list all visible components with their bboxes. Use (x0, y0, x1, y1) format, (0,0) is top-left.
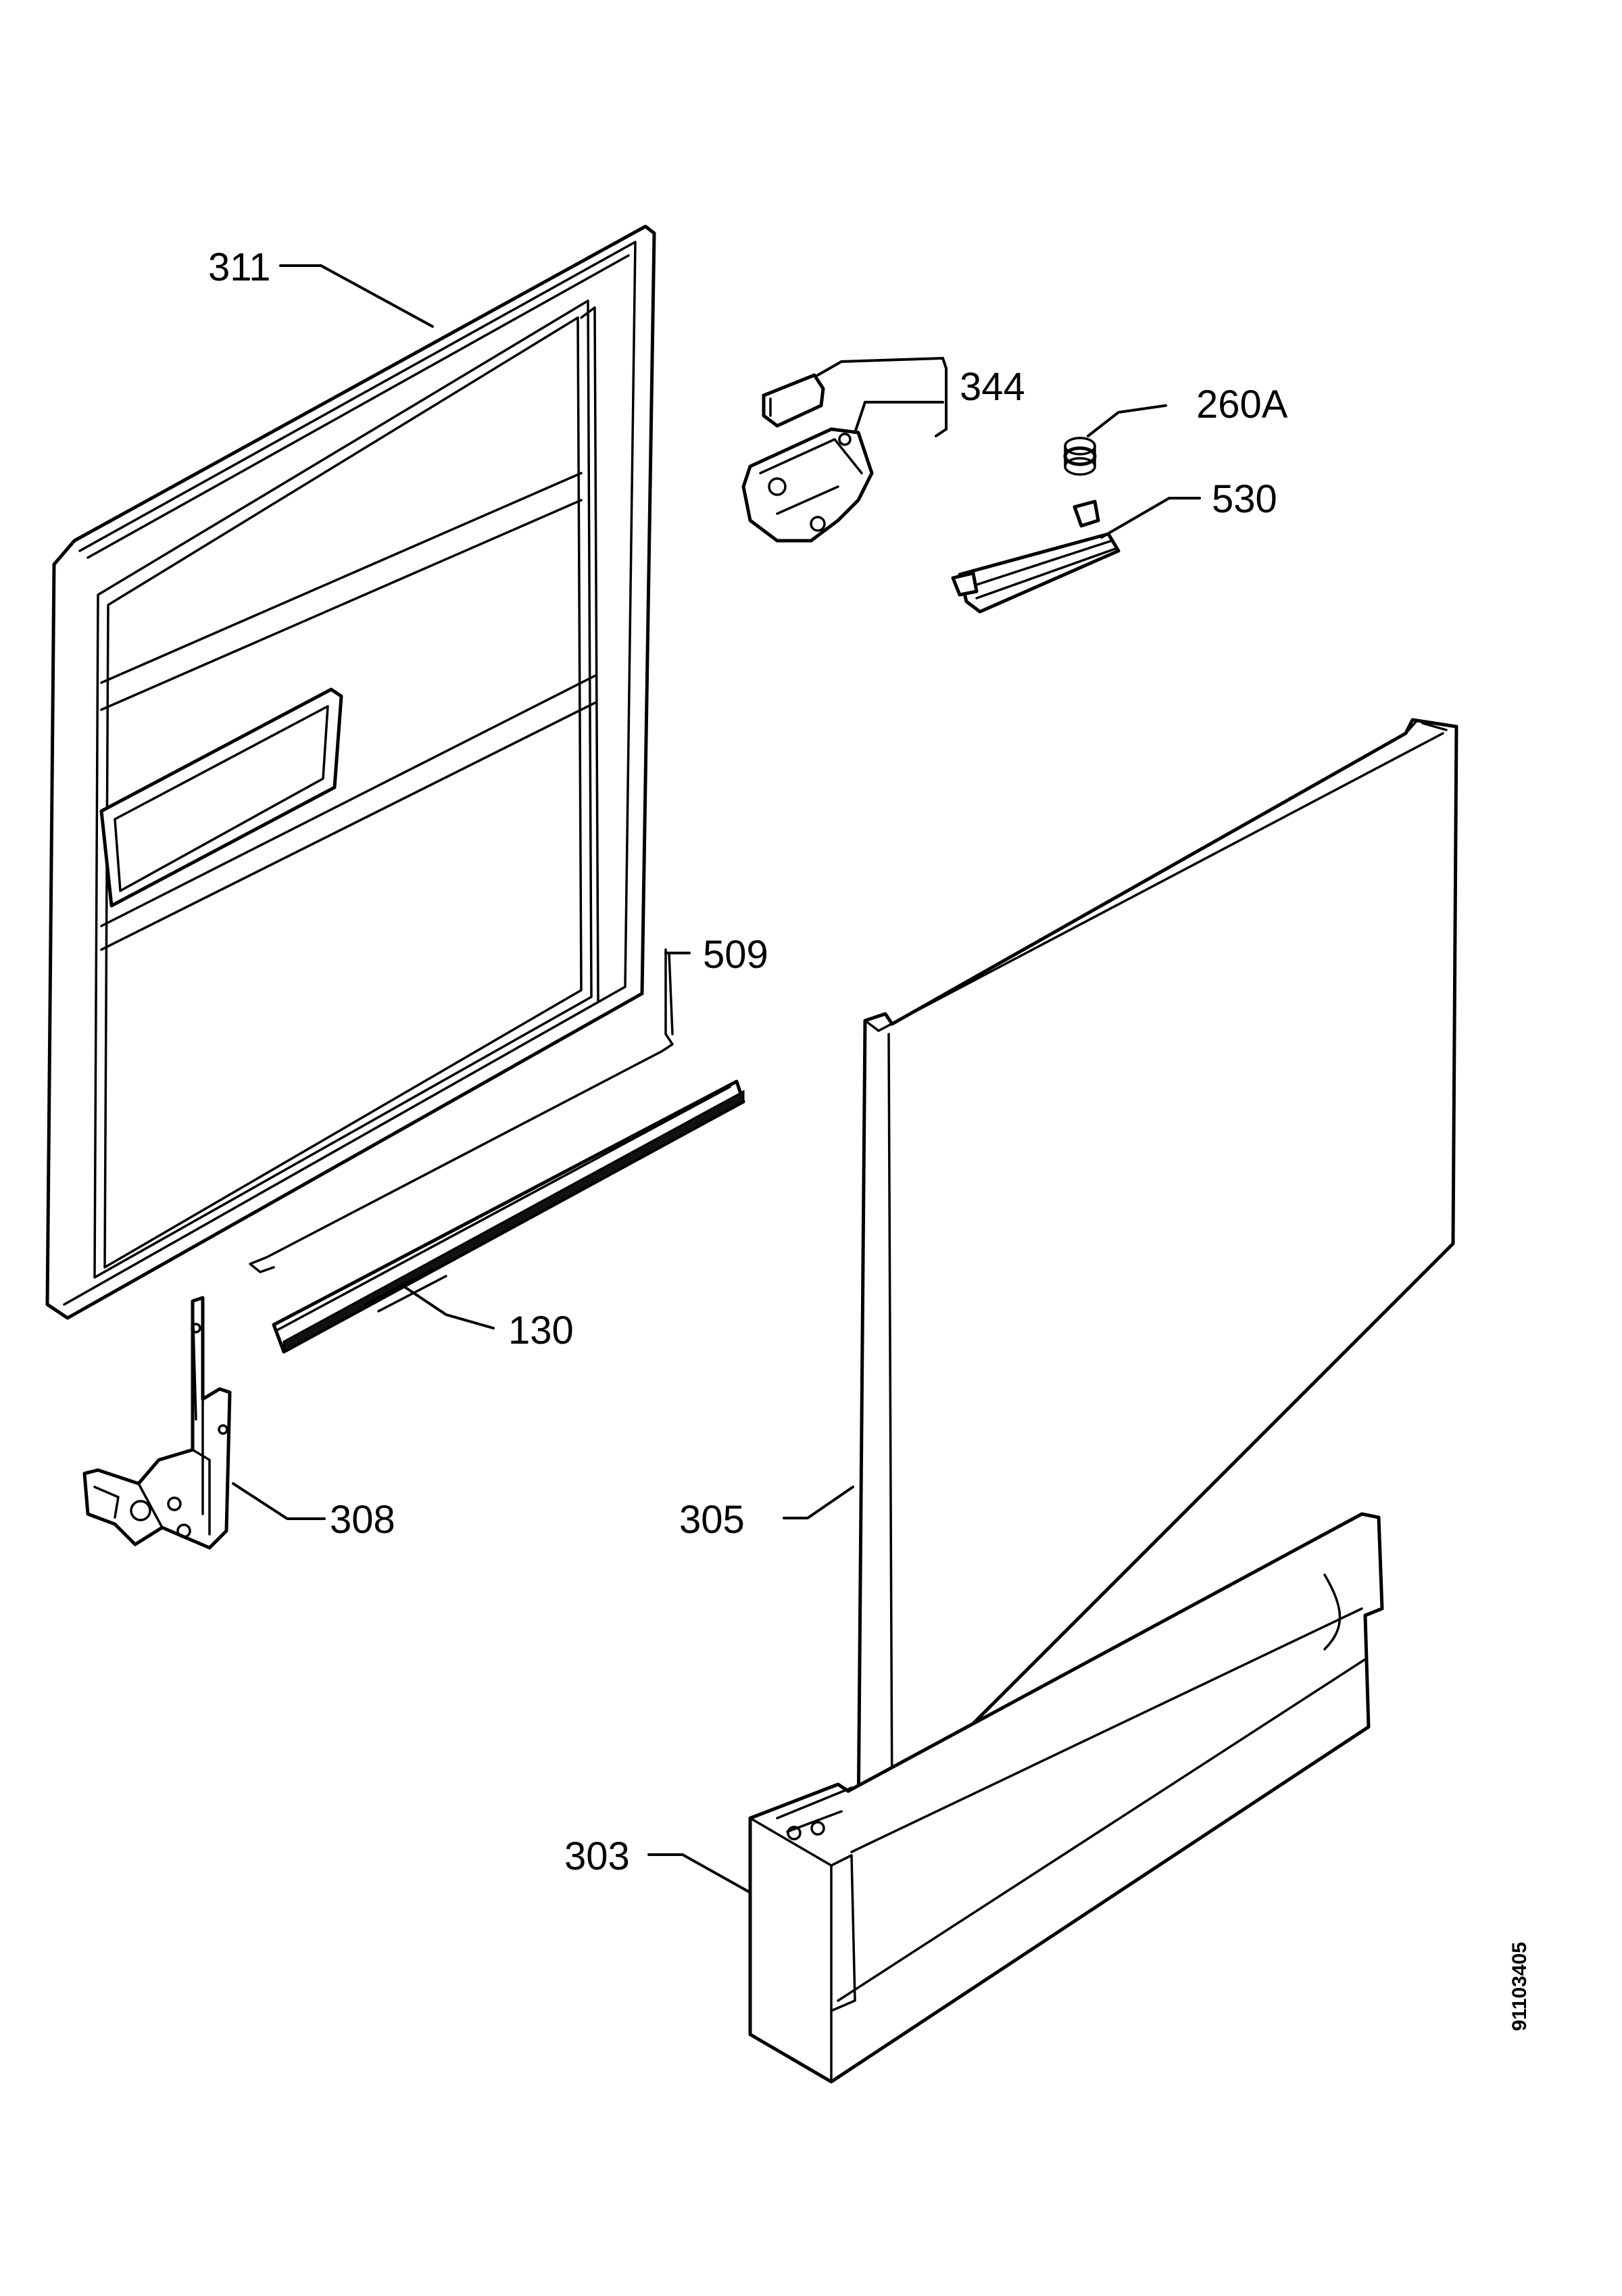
callout-130: 130 (508, 1309, 574, 1352)
callout-509: 509 (703, 933, 768, 977)
seal-strip (272, 1079, 745, 1354)
inner-door-panel (45, 224, 656, 1320)
callout-labels: 311 344 260A 530 509 130 308 305 303 (208, 245, 1288, 1878)
callout-344: 344 (960, 365, 1025, 409)
callout-303: 303 (564, 1834, 630, 1878)
drawing-number: 91103405 (1508, 1942, 1531, 2031)
handle-bar (951, 499, 1121, 614)
callout-530: 530 (1212, 477, 1277, 521)
latch-switch (741, 373, 874, 543)
callout-308: 308 (330, 1498, 395, 1542)
wire-rod (249, 948, 674, 1273)
hinge (82, 1296, 232, 1550)
plinth-panel (748, 1512, 1384, 2084)
callout-260a: 260A (1196, 383, 1288, 426)
leader-lines (232, 264, 1201, 1894)
spring-part (1063, 437, 1097, 476)
callout-305: 305 (679, 1498, 745, 1542)
callout-311: 311 (208, 245, 270, 289)
